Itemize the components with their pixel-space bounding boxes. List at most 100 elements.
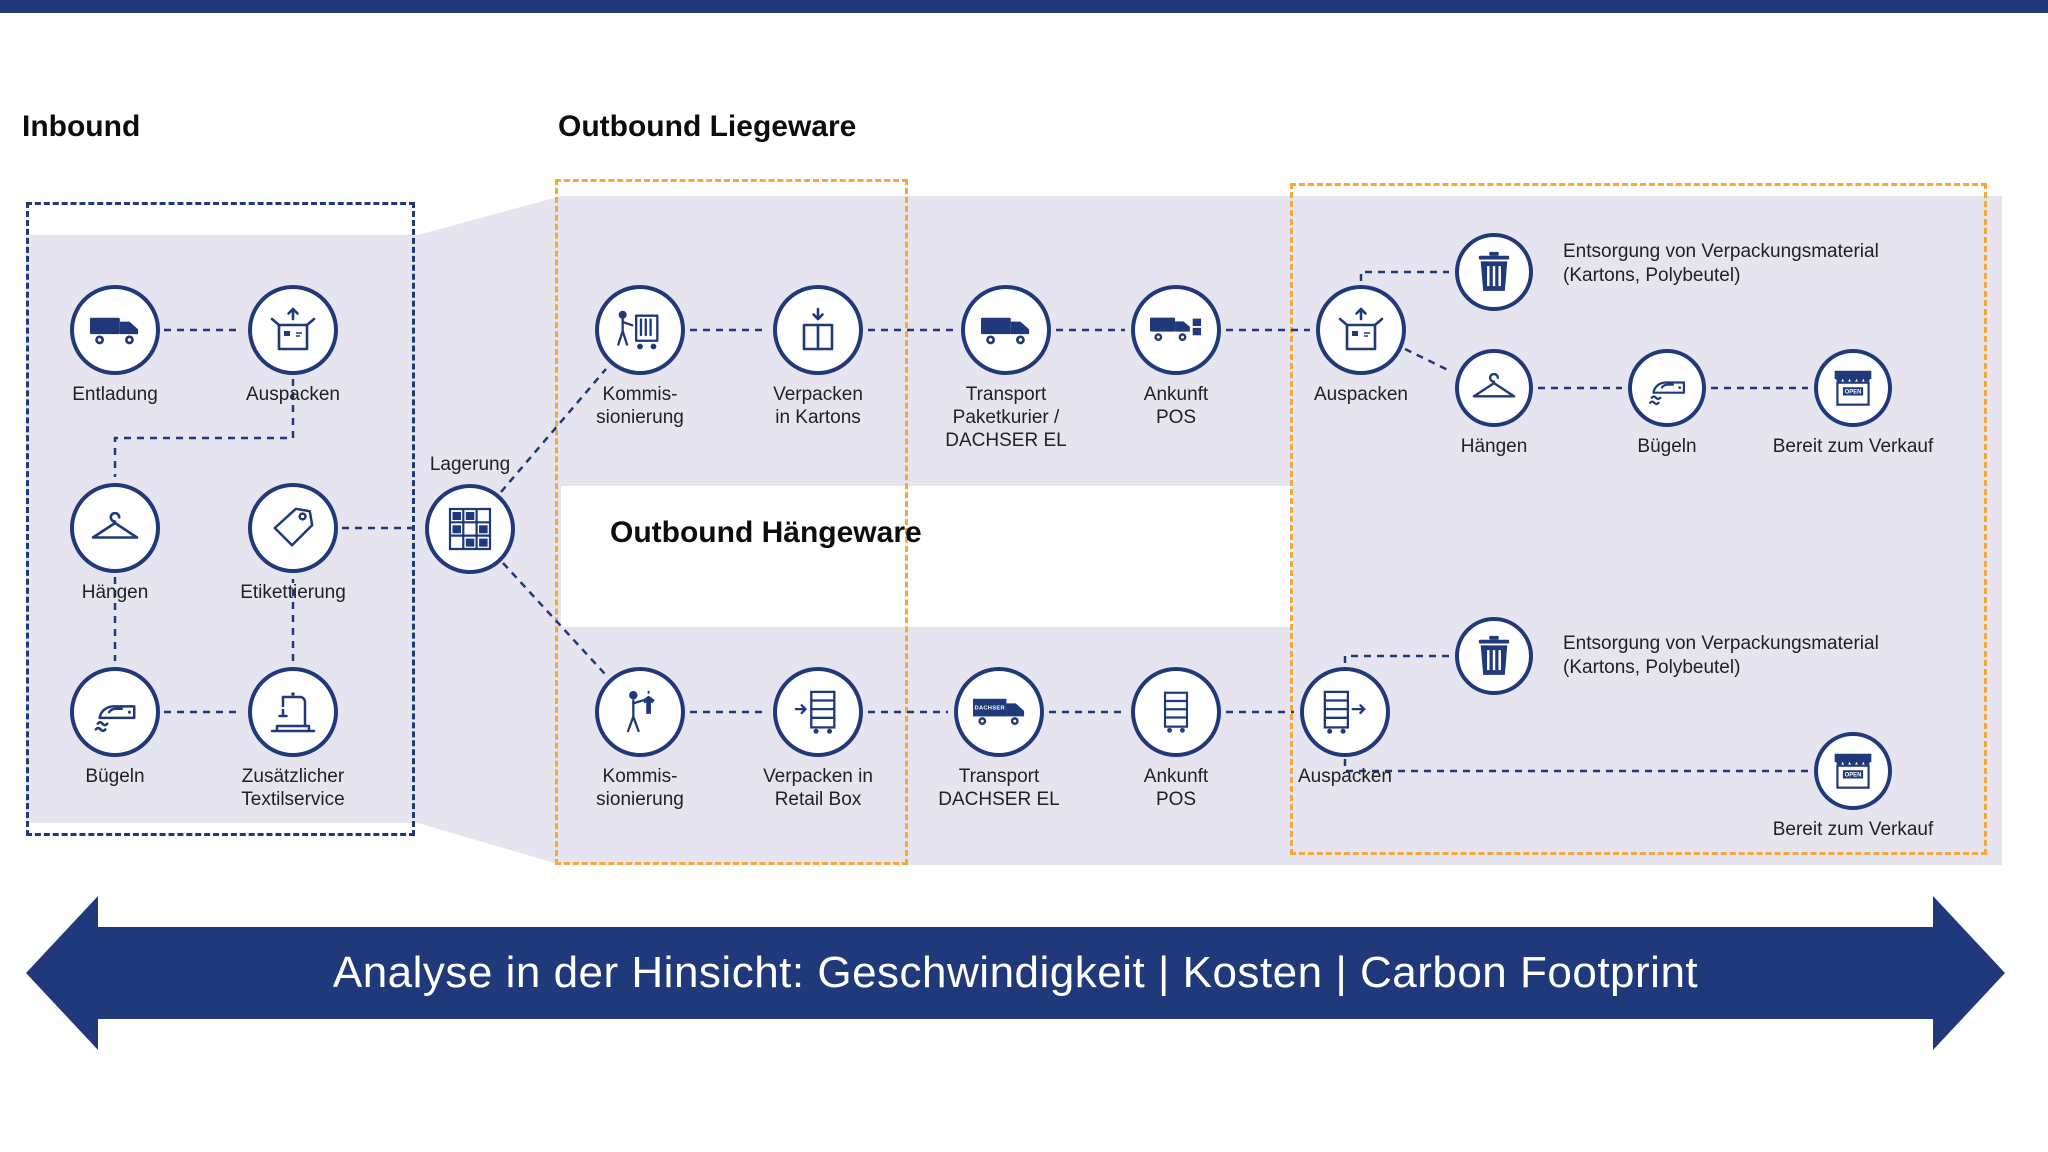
node-circle: DACHSER	[954, 667, 1044, 757]
node-circle: OPEN	[1814, 349, 1892, 427]
node-circle	[248, 285, 338, 375]
node-label: Hängen	[1460, 436, 1528, 457]
node-label: Kommis- sionierung	[596, 766, 684, 810]
dachser-truck-icon: DACHSER	[973, 699, 1025, 726]
node-circle	[1455, 617, 1533, 695]
roll-container-icon	[1163, 691, 1189, 733]
disposal-note-haengeware: Entsorgung von Verpackungsmaterial (Kart…	[1563, 633, 1879, 678]
node-circle	[248, 483, 338, 573]
node-circle	[961, 285, 1051, 375]
store-icon: OPEN	[1834, 753, 1872, 789]
node-circle	[1131, 285, 1221, 375]
hanger-icon	[91, 512, 139, 539]
node-label: Transport Paketkurier / DACHSER EL	[945, 384, 1067, 451]
open-sign-text: OPEN	[1845, 389, 1862, 395]
node-ankunft-pos-liegeware: Ankunft POS	[1076, 285, 1276, 429]
tag-icon	[273, 507, 314, 547]
node-verpacken-kartons: Verpacken in Kartons	[718, 285, 918, 429]
node-label: Hängen	[81, 582, 149, 603]
node-entsorgung-liegeware	[1394, 233, 1594, 311]
node-circle	[1300, 667, 1390, 757]
node-circle	[1455, 349, 1533, 427]
node-haengen-outbound: Hängen	[1394, 349, 1594, 458]
node-etikettierung: Etikettierung	[193, 483, 393, 604]
node-circle	[595, 285, 685, 375]
node-circle	[1131, 667, 1221, 757]
node-label: Ankunft POS	[1143, 766, 1209, 810]
node-verpacken-retailbox: Verpacken in Retail Box	[718, 667, 918, 811]
outbound-haengeware-title: Outbound Hängeware	[610, 516, 922, 549]
top-accent-bar	[0, 0, 2048, 13]
node-label: Zusätzlicher Textilservice	[241, 766, 345, 810]
node-lagerung: Lagerung	[370, 453, 570, 574]
node-circle	[773, 667, 863, 757]
node-circle: OPEN	[1814, 732, 1892, 810]
picking-packing-dashed-frame	[555, 179, 908, 865]
node-label: Ankunft POS	[1143, 384, 1209, 428]
open-sign-text: OPEN	[1845, 772, 1862, 778]
pos-section-bg	[1293, 486, 2002, 627]
unpack-box-icon	[1338, 307, 1384, 351]
banner-left-arrowhead	[26, 896, 98, 1050]
node-circle	[70, 667, 160, 757]
node-auspacken-haengeware: Auspacken	[1245, 667, 1445, 788]
picker-trolley-icon	[617, 310, 659, 350]
unpack-box-icon	[270, 307, 316, 351]
node-label: Lagerung	[429, 454, 511, 475]
trash-icon	[1478, 636, 1510, 675]
node-circle	[70, 285, 160, 375]
node-haengen-inbound: Hängen	[15, 483, 215, 604]
node-verkauf-haengeware: OPEN Bereit zum Verkauf	[1753, 732, 1953, 841]
node-label: Transport DACHSER EL	[938, 766, 1060, 810]
roll-container-out-icon	[1323, 690, 1366, 734]
node-auspacken-liegeware: Auspacken	[1261, 285, 1461, 406]
node-circle	[1316, 285, 1406, 375]
node-label: Verpacken in Retail Box	[763, 766, 873, 810]
node-label: Entladung	[72, 384, 158, 405]
node-transport-dachser: DACHSER Transport DACHSER EL	[899, 667, 1099, 811]
node-label: Auspacken	[1313, 384, 1408, 405]
node-label: Bügeln	[1637, 436, 1697, 457]
node-label: Bereit zum Verkauf	[1772, 436, 1934, 457]
iron-icon	[94, 704, 136, 732]
node-circle	[1455, 233, 1533, 311]
node-verkauf-liegeware: OPEN Bereit zum Verkauf	[1753, 349, 1953, 458]
node-circle	[70, 483, 160, 573]
dachser-brand-text: DACHSER	[975, 706, 1006, 712]
analysis-banner: Analyse in der Hinsicht: Geschwindigkeit…	[98, 927, 1933, 1019]
truck-icon	[980, 317, 1030, 345]
node-auspacken-inbound: Auspacken	[193, 285, 393, 406]
truck-icon	[89, 317, 139, 345]
node-circle	[595, 667, 685, 757]
node-entladung: Entladung	[15, 285, 215, 406]
pack-box-icon	[802, 307, 834, 351]
pos-dashed-frame	[1290, 183, 1987, 855]
node-circle	[425, 484, 515, 574]
node-label: Bügeln	[85, 766, 145, 787]
person-garment-icon	[626, 691, 655, 733]
node-entsorgung-haengeware	[1394, 617, 1594, 695]
truck-unload-icon	[1150, 317, 1202, 342]
node-label: Verpacken in Kartons	[773, 384, 863, 428]
node-buegeln-outbound: Bügeln	[1567, 349, 1767, 458]
inbound-dashed-frame	[26, 202, 415, 836]
node-label: Auspacken	[1297, 766, 1392, 787]
node-textilservice: Zusätzlicher Textilservice	[193, 667, 393, 811]
storage-rack-icon	[448, 507, 492, 551]
roll-container-in-icon	[794, 690, 836, 734]
node-circle	[248, 667, 338, 757]
node-transport-paketkurier: Transport Paketkurier / DACHSER EL	[906, 285, 1106, 452]
outbound-liegeware-title: Outbound Liegeware	[558, 110, 857, 143]
hanger-icon	[1472, 373, 1516, 398]
banner-right-arrowhead	[1933, 896, 2005, 1050]
node-label: Auspacken	[245, 384, 340, 405]
inbound-title: Inbound	[22, 110, 141, 143]
sewing-machine-icon	[270, 692, 316, 733]
node-label: Etikettierung	[240, 582, 346, 603]
disposal-note-liegeware: Entsorgung von Verpackungsmaterial (Kart…	[1563, 241, 1879, 286]
node-kommissionierung-liegeware: Kommis- sionierung	[540, 285, 740, 429]
node-circle	[1628, 349, 1706, 427]
analysis-banner-text: Analyse in der Hinsicht: Geschwindigkeit…	[332, 948, 1699, 997]
node-ankunft-pos-haengeware: Ankunft POS	[1076, 667, 1276, 811]
